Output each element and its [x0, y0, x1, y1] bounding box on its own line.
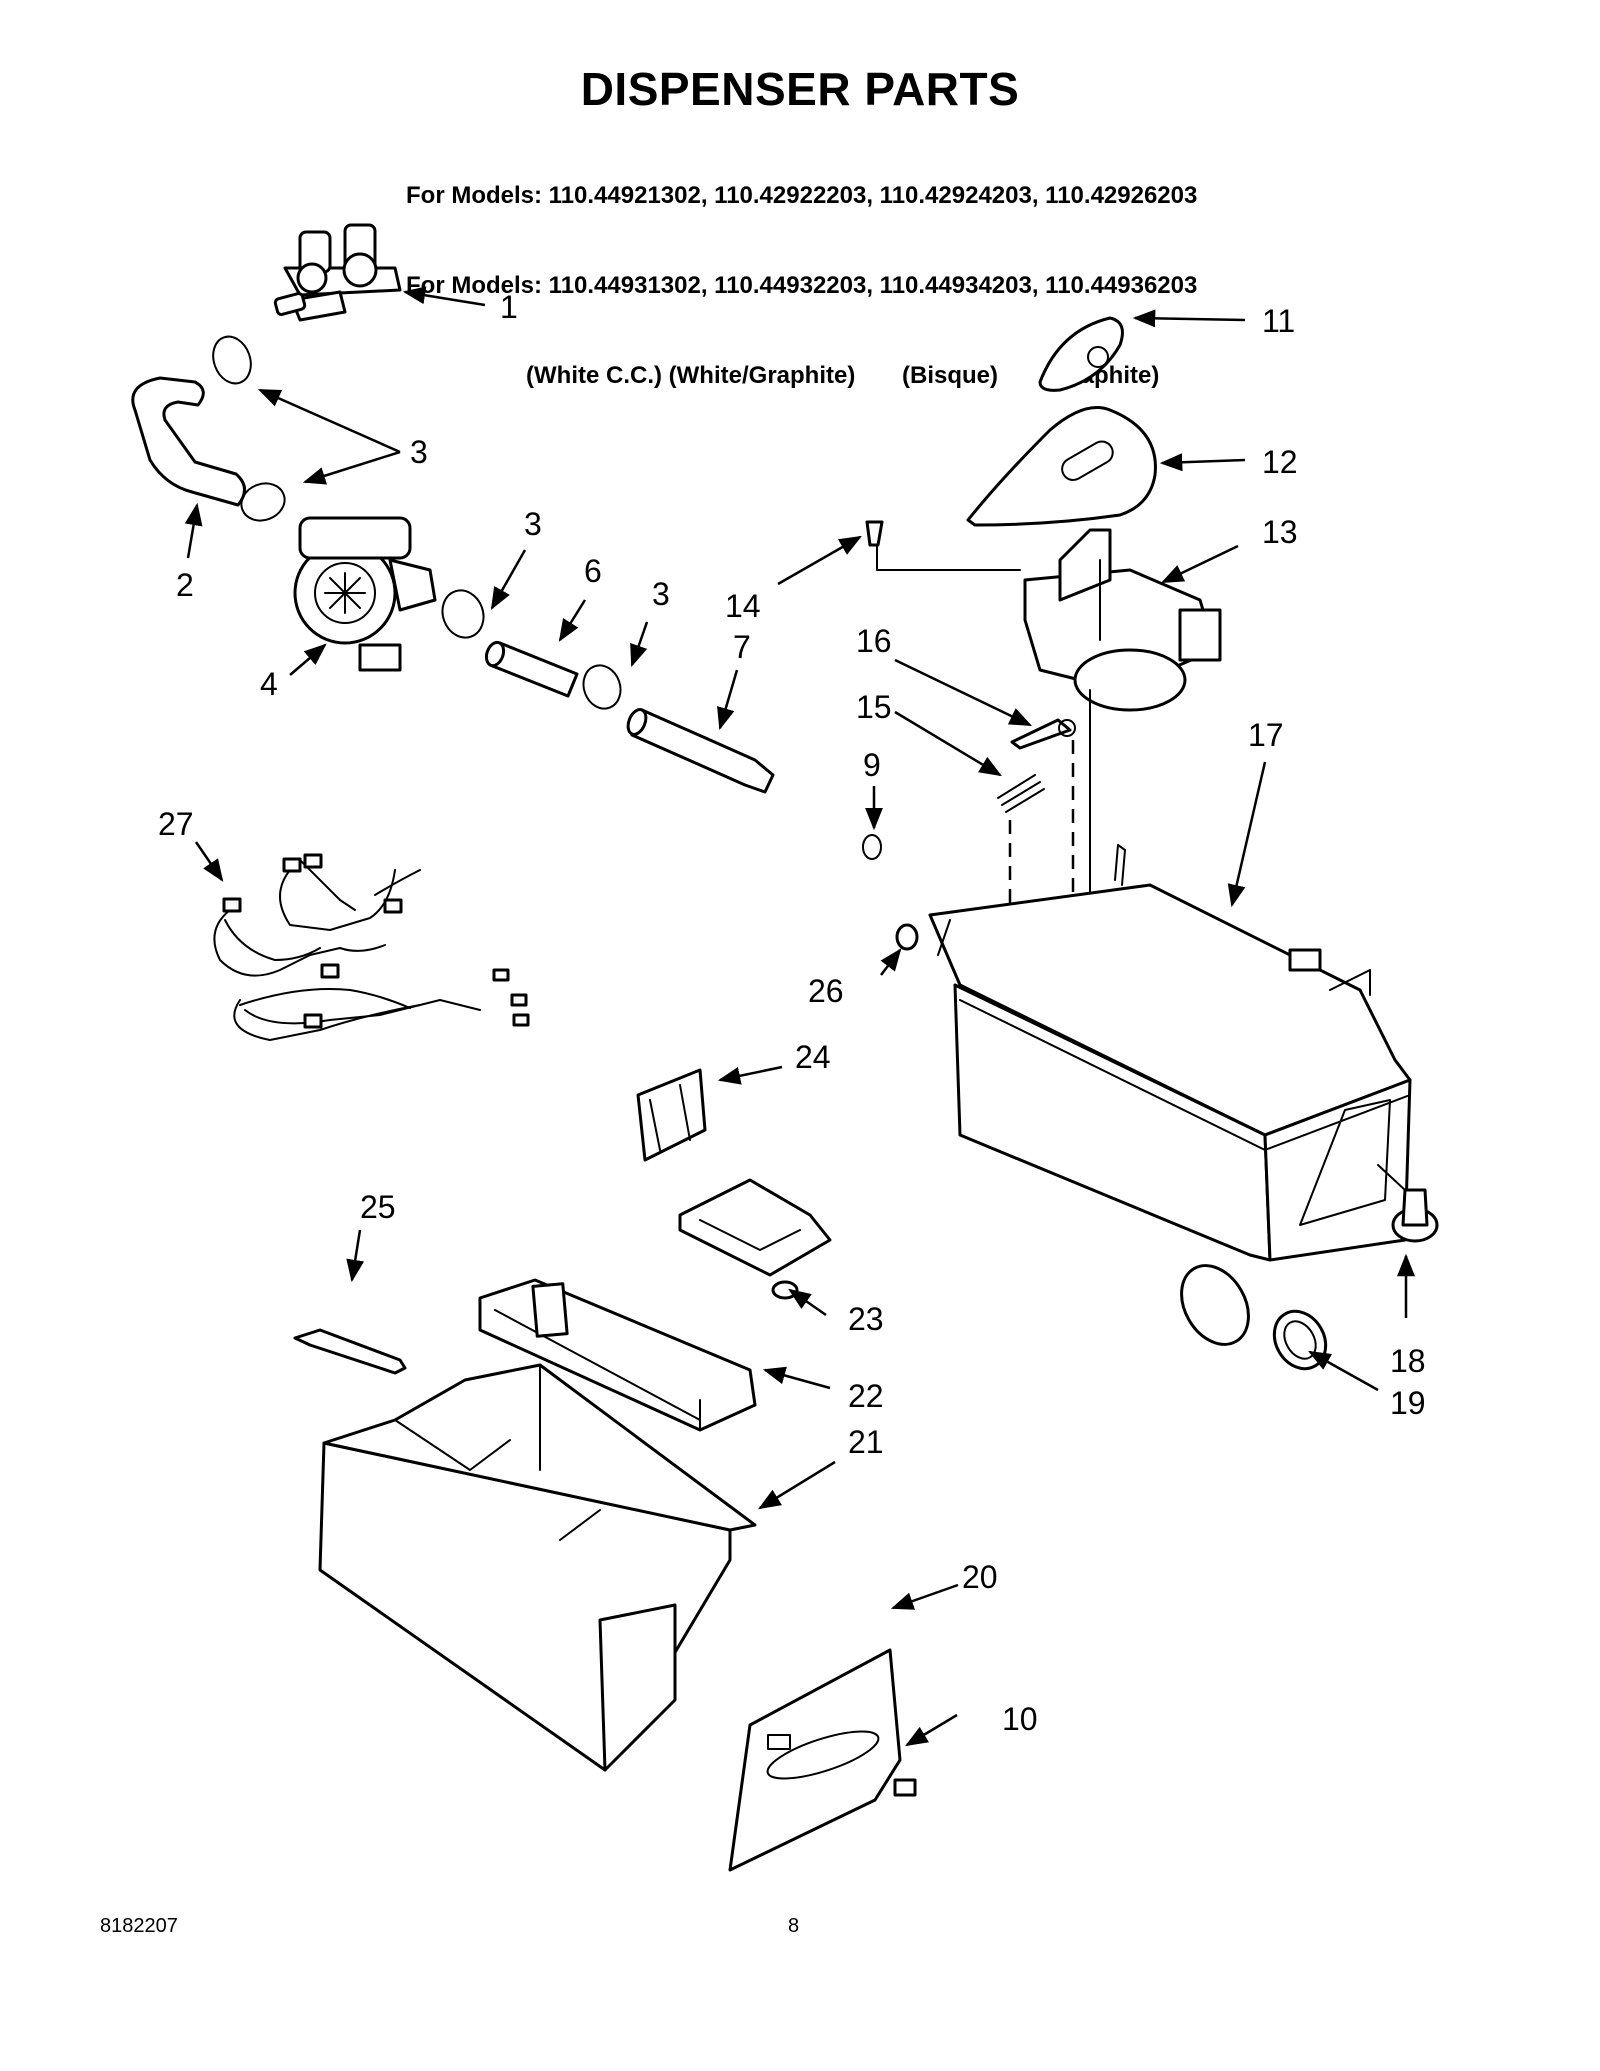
model-line-3: (White C.C.) (White/Graphite) (Bisque) (… [406, 362, 1160, 389]
wire-harness-part-27 [213, 853, 530, 1041]
callout-16: 16 [856, 623, 892, 659]
callout-11: 11 [1262, 303, 1295, 339]
callout-3c: 3 [652, 576, 670, 612]
callout-22: 22 [848, 1378, 884, 1414]
callout-20: 20 [962, 1559, 998, 1595]
o-ring-part [862, 834, 882, 860]
callout-26: 26 [808, 973, 844, 1009]
callout-10: 10 [1002, 1701, 1038, 1737]
callout-24: 24 [795, 1039, 831, 1075]
callout-18: 18 [1390, 1343, 1426, 1379]
grommet-part-26 [895, 923, 919, 951]
model-line-1: For Models: 110.44921302, 110.42922203, … [406, 182, 1198, 209]
water-valve-part [273, 223, 402, 322]
drain-fitting-part-19 [1180, 1264, 1328, 1371]
callout-4: 4 [260, 666, 278, 702]
label-part-10 [893, 1778, 917, 1797]
dispenser-housing-part-17 [928, 844, 1412, 1262]
callout-9: 9 [863, 747, 881, 783]
callout-2: 2 [176, 567, 194, 603]
page-number: 8 [788, 1915, 800, 1937]
cap-part-11 [1038, 316, 1124, 392]
callout-labels: 1 2 3 3 3 4 6 7 9 10 11 12 13 14 15 16 1… [158, 289, 1426, 1737]
callout-7: 7 [733, 629, 751, 665]
callout-3b: 3 [524, 506, 542, 542]
tube-part-7 [626, 708, 775, 794]
leader-lines [184, 286, 1415, 1747]
callout-17: 17 [1248, 717, 1284, 753]
insert-part-24 [636, 1068, 707, 1162]
siphon-cap-part-23 [678, 1178, 832, 1300]
callout-3a: 3 [410, 434, 428, 470]
pressure-switch-part-18 [1377, 1164, 1439, 1243]
callout-19: 19 [1390, 1385, 1426, 1421]
lever-spring-parts [997, 689, 1091, 950]
inlet-hose-part [131, 376, 246, 507]
callout-12: 12 [1262, 444, 1298, 480]
callout-21: 21 [848, 1424, 884, 1460]
callout-13: 13 [1262, 514, 1298, 550]
callout-14: 14 [725, 588, 761, 624]
gasket-part-12 [966, 406, 1157, 527]
callout-25: 25 [360, 1189, 396, 1225]
callout-15: 15 [856, 689, 892, 725]
callout-27: 27 [158, 806, 194, 842]
drawer-front-part-20 [728, 1648, 902, 1872]
hose-clamp-parts [212, 335, 622, 710]
tube-part-6 [484, 640, 579, 698]
clip-part-25 [293, 1328, 407, 1375]
pump-part [293, 516, 437, 672]
document-number: 8182207 [100, 1915, 178, 1937]
callout-23: 23 [848, 1301, 884, 1337]
callout-6: 6 [584, 553, 602, 589]
tray-part-22 [478, 1278, 757, 1432]
screw-part-14 [865, 520, 1021, 571]
motor-assembly-part-13 [1023, 528, 1222, 712]
drawer-part-21 [318, 1363, 757, 1772]
page-title: DISPENSER PARTS [580, 63, 1020, 115]
callout-1: 1 [500, 289, 518, 325]
